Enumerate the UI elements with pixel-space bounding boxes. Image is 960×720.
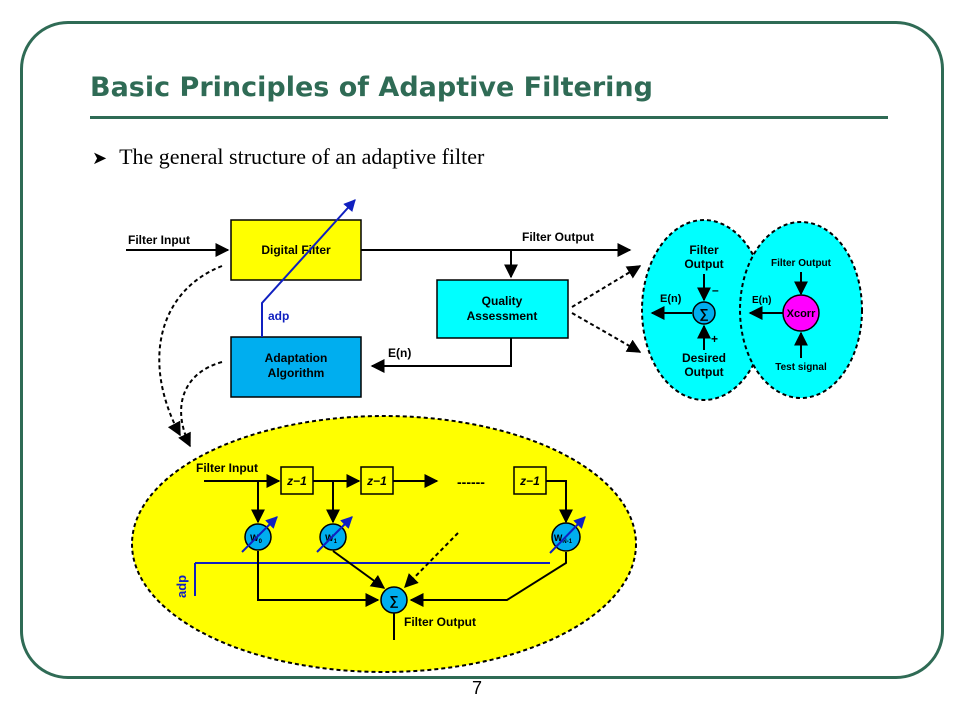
compare-desired-label-line2: Output bbox=[684, 365, 723, 379]
filter-output-label: Filter Output bbox=[522, 230, 594, 244]
title-underline bbox=[90, 116, 888, 119]
compare-minus-sign: – bbox=[712, 283, 719, 297]
compare-filter-label-line2: Output bbox=[684, 257, 723, 271]
dashed-quality-to-xcorr bbox=[571, 312, 642, 353]
weight-w0-label: W0 bbox=[250, 533, 263, 545]
compare-filter-label-line1: Filter bbox=[689, 243, 719, 257]
adp-label: adp bbox=[268, 309, 289, 323]
weight-w0-adapt-arrow bbox=[241, 516, 278, 553]
delay-label-1: z−1 bbox=[286, 474, 307, 488]
compare-desired-label-line1: Desired bbox=[682, 351, 726, 365]
weight-wn-adapt-arrow bbox=[549, 516, 586, 554]
bullet-item: ➤ The general structure of an adaptive fi… bbox=[92, 144, 484, 170]
fir-filter-output-label: Filter Output bbox=[404, 615, 476, 629]
bullet-text: The general structure of an adaptive fil… bbox=[119, 144, 485, 169]
wn-to-sum-arrow bbox=[409, 552, 567, 607]
adaptation-algorithm-block bbox=[230, 336, 362, 398]
weight-w1-adapt-arrow bbox=[316, 516, 353, 553]
arrow-bullet-icon: ➤ bbox=[92, 148, 108, 168]
xcorr-label: Xcorr bbox=[787, 308, 816, 320]
delay-label-n: z−1 bbox=[519, 474, 540, 488]
dashed-adapt-to-fir bbox=[178, 361, 223, 448]
delay-block-1 bbox=[280, 466, 314, 495]
quality-label-line1: Quality bbox=[482, 294, 523, 308]
delay-block-n bbox=[513, 466, 547, 495]
quality-assessment-block bbox=[436, 279, 569, 339]
slide-title: Basic Principles of Adaptive Filtering bbox=[90, 72, 653, 103]
quality-label-line2: Assessment bbox=[467, 309, 538, 323]
fir-filter-input-label: Filter Input bbox=[196, 461, 258, 475]
fir-sum-symbol: ∑ bbox=[389, 593, 398, 608]
w1-to-sum-arrow bbox=[332, 550, 386, 589]
dashed-quality-to-compare bbox=[571, 265, 642, 308]
dashed-filter-to-fir bbox=[158, 265, 223, 437]
compare-summer-node bbox=[692, 301, 716, 325]
filter-input-label: Filter Input bbox=[128, 233, 190, 247]
xcorr-filter-output-label: Filter Output bbox=[771, 258, 832, 269]
fir-filter-group: Filter Input z−1 z−1 ------ z−1 W0 W1 WN… bbox=[131, 415, 637, 673]
weight-w1-label: W1 bbox=[325, 533, 338, 545]
fir-continuation-dots: ------ bbox=[457, 474, 485, 490]
xcorr-ellipse-group: Filter Output Xcorr E(n) Test signal bbox=[739, 221, 863, 399]
fir-tapn-arrow bbox=[546, 480, 573, 524]
compare-plus-sign: + bbox=[711, 332, 718, 346]
compare-error-label: E(n) bbox=[660, 293, 682, 305]
dashed-to-sum-arrow bbox=[404, 532, 459, 588]
adp-control-line bbox=[261, 199, 356, 337]
w0-to-sum-arrow bbox=[257, 551, 380, 607]
xcorr-test-signal-label: Test signal bbox=[775, 362, 827, 373]
digital-filter-label: Digital Filter bbox=[261, 243, 331, 257]
comparison-ellipse-group: Filter Output – ∑ E(n) + Desired Output bbox=[641, 219, 767, 401]
top-block-diagram: Filter Input Digital Filter Filter Outpu… bbox=[126, 199, 642, 448]
page-number: 7 bbox=[472, 678, 483, 698]
digital-filter-block bbox=[230, 219, 362, 281]
xcorr-error-label: E(n) bbox=[752, 295, 771, 306]
compare-sum-symbol: ∑ bbox=[699, 306, 708, 321]
fir-adp-label: adp bbox=[174, 575, 189, 598]
slide-frame bbox=[20, 21, 944, 679]
adaptation-label-line2: Algorithm bbox=[268, 366, 325, 380]
error-label: E(n) bbox=[388, 346, 411, 360]
delay-label-2: z−1 bbox=[366, 474, 387, 488]
adaptation-label-line1: Adaptation bbox=[265, 351, 328, 365]
error-feedback-arrow bbox=[370, 338, 512, 373]
weight-wn-label: WN-1 bbox=[554, 533, 573, 545]
